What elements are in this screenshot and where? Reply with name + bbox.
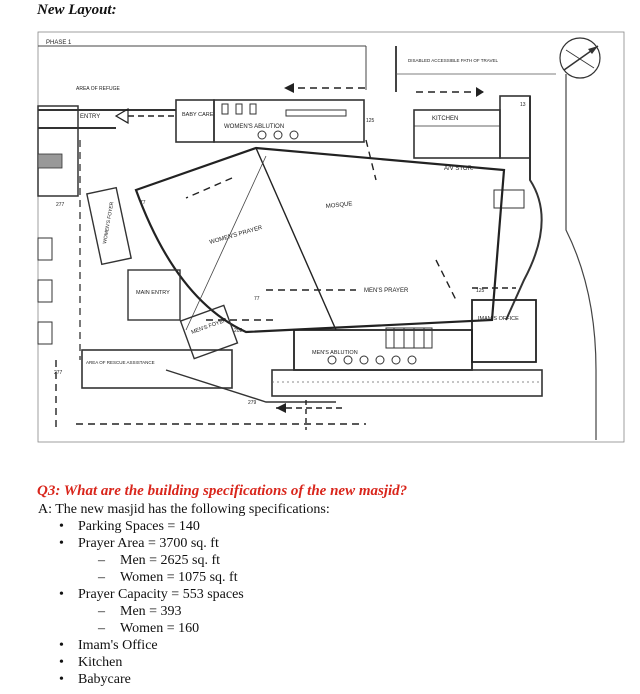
sub-item-women-capacity: Women = 160 — [78, 620, 627, 637]
dim-279: 279 — [248, 400, 257, 406]
spec-item-babycare: Babycare — [37, 671, 627, 688]
floor-plan: PHASE 1 AREA OF REFUGE ENTRY BABY CARE W… — [36, 30, 626, 444]
dim-277-a: 277 — [56, 202, 65, 208]
compass-icon — [559, 37, 601, 79]
area-refuge-label: AREA OF REFUGE — [76, 86, 121, 92]
sub-item-women-area: Women = 1075 sq. ft — [78, 569, 627, 586]
dim-77-b: 77 — [254, 296, 260, 302]
baby-care-label: BABY CARE — [182, 112, 214, 118]
spec-item-label: Kitchen — [78, 655, 123, 670]
qa-section: Q3: What are the building specifications… — [37, 482, 627, 688]
spec-item-label: Babycare — [78, 672, 131, 687]
spec-item-label: Prayer Capacity = 553 spaces — [78, 587, 244, 602]
spec-item-label: Prayer Area = 3700 sq. ft — [78, 536, 219, 551]
question-heading: Q3: What are the building specifications… — [37, 483, 408, 499]
spec-item-kitchen: Kitchen — [37, 654, 627, 671]
mosque-label: MOSQUE — [326, 201, 353, 210]
dim-77-a: 77 — [140, 200, 146, 206]
disabled-path-label: DISABLED ACCESSIBLE PATH OF TRAVEL — [408, 58, 498, 63]
main-entry-label: MAIN ENTRY — [136, 290, 170, 296]
phase-label: PHASE 1 — [46, 40, 72, 46]
spec-list: Parking Spaces = 140 Prayer Area = 3700 … — [37, 518, 627, 688]
av-stor-label: A/V STOR. — [444, 166, 474, 172]
entry-label: ENTRY — [80, 114, 100, 120]
kitchen-label: KITCHEN — [432, 116, 458, 122]
area-rescue-label: AREA OF RESCUE ASSISTANCE — [86, 360, 155, 365]
spec-item-imams-office: Imam's Office — [37, 637, 627, 654]
womens-ablution-label: WOMEN'S ABLUTION — [224, 124, 284, 130]
spec-item-prayer-area: Prayer Area = 3700 sq. ft Men = 2625 sq.… — [37, 535, 627, 586]
dim-13: 13 — [520, 102, 526, 108]
spec-item-label: Parking Spaces = 140 — [78, 519, 200, 534]
spec-item-prayer-capacity: Prayer Capacity = 553 spaces Men = 393 W… — [37, 586, 627, 637]
mens-prayer-label: MEN'S PRAYER — [364, 288, 409, 294]
womens-prayer-label: WOMEN'S PRAYER — [209, 225, 264, 246]
dim-125-b: 125 — [476, 288, 485, 294]
prayer-area-sublist: Men = 2625 sq. ft Women = 1075 sq. ft — [78, 552, 627, 586]
sub-item-men-capacity: Men = 393 — [78, 603, 627, 620]
sub-item-men-area: Men = 2625 sq. ft — [78, 552, 627, 569]
floor-plan-drawing: PHASE 1 AREA OF REFUGE ENTRY BABY CARE W… — [37, 31, 625, 443]
dim-202: 202 — [234, 328, 243, 334]
imams-office-label: IMAM'S OFFICE — [478, 316, 519, 322]
dim-125-a: 125 — [366, 118, 375, 124]
answer-intro: A: The new masjid has the following spec… — [38, 502, 330, 517]
womens-foyer-label: WOMEN'S FOYER — [102, 201, 115, 244]
dim-277-b: 277 — [54, 370, 63, 376]
spec-item-parking: Parking Spaces = 140 — [37, 518, 627, 535]
section-heading: New Layout: — [37, 2, 117, 18]
prayer-capacity-sublist: Men = 393 Women = 160 — [78, 603, 627, 637]
spec-item-label: Imam's Office — [78, 638, 158, 653]
mens-ablution-label: MEN'S ABLUTION — [312, 350, 358, 356]
